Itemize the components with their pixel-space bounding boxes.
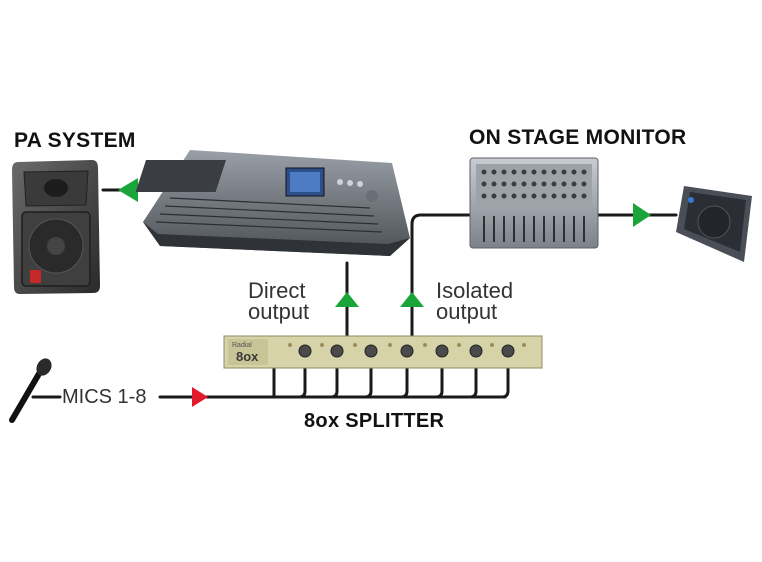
direct-output-line1: Direct (248, 278, 306, 303)
isolated-output-line1: Isolated (436, 278, 514, 303)
pa-speaker-icon (12, 160, 100, 294)
arrow-to-monitor (633, 203, 651, 227)
arrow-direct-output (335, 292, 359, 307)
arrow-to-pa (118, 178, 138, 202)
isolated-output-label: Isolated output (436, 278, 514, 324)
splitter-model-text: 8ox (236, 349, 259, 364)
pa-system-label: PA SYSTEM (14, 129, 136, 152)
microphone-icon (9, 358, 52, 423)
splitter-label: 8ox SPLITTER (304, 410, 445, 432)
arrow-isolated-output (400, 292, 424, 307)
rack-splitter-icon: Radial 8ox (223, 335, 543, 369)
monitor-mixer-icon (469, 157, 599, 249)
direct-output-line2: output (248, 299, 310, 324)
digital-console-icon (135, 150, 410, 256)
isolated-output-line2: output (436, 299, 498, 324)
on-stage-monitor-label: ON STAGE MONITOR (469, 126, 687, 149)
mics-label: MICS 1-8 (62, 386, 147, 408)
cables (31, 188, 678, 399)
floor-wedge-icon (676, 186, 752, 262)
splitter-brand-text: Radial (232, 342, 252, 349)
direct-output-label: Direct output (248, 278, 310, 324)
arrow-mics-in (192, 387, 208, 407)
